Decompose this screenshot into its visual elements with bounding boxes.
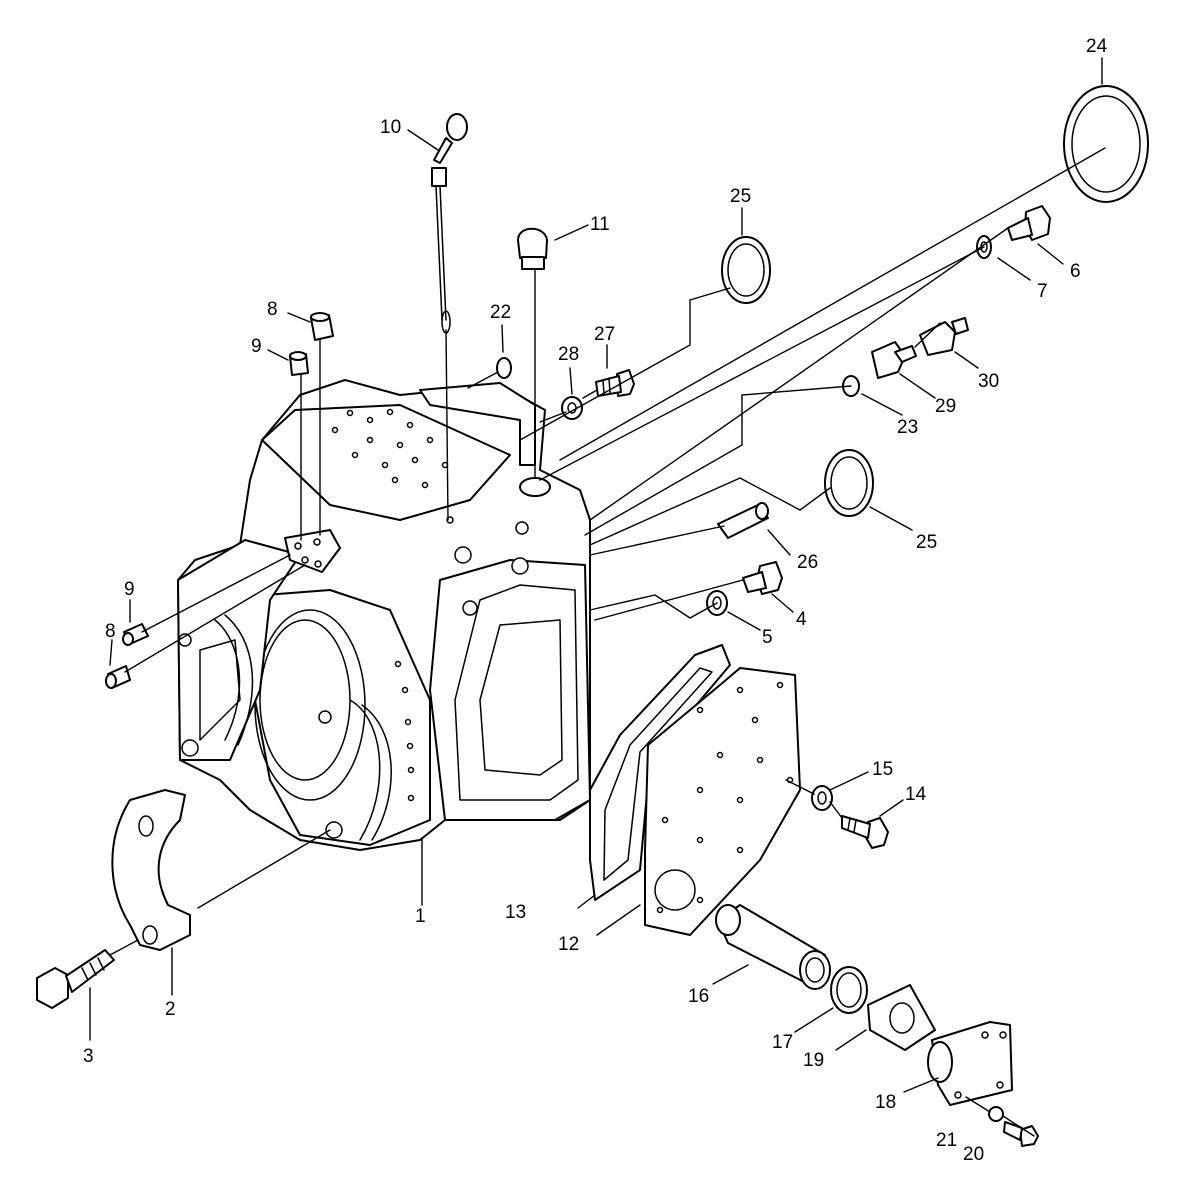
gasket-19 [867,984,936,1051]
plug-9-top [289,351,309,376]
plug-8-top [310,312,334,341]
washer-21 [988,1106,1004,1122]
cover-plate-12 [644,667,801,936]
assembly-lines [109,147,1106,1137]
dowel-pin-26 [717,502,769,539]
callout-30: 30 [978,371,999,392]
callout-29: 29 [935,396,956,417]
callout-20: 20 [963,1144,984,1165]
bolt-4 [742,561,783,595]
bolt-27 [595,369,635,397]
callout-25-lower: 25 [916,532,937,553]
sensor-30 [919,317,969,356]
callout-26: 26 [797,552,818,573]
bolt-14 [841,815,889,849]
bolt-20 [1003,1121,1039,1147]
plug-8-left [105,665,131,689]
callout-11: 11 [590,214,610,235]
callout-15: 15 [872,759,893,780]
end-cap-18 [927,1021,1013,1106]
callout-3: 3 [83,1046,94,1067]
washer-28 [561,396,583,420]
callout-25-upper: 25 [730,186,751,207]
callout-17: 17 [772,1032,793,1053]
callout-10: 10 [380,117,401,138]
o-ring-25-lower [824,449,874,517]
callout-28: 28 [558,344,579,365]
sleeve-16 [715,904,831,990]
callout-12: 12 [558,934,579,955]
callout-22: 22 [490,302,511,323]
callout-19: 19 [803,1050,824,1071]
callout-9-left: 9 [124,579,135,600]
callout-7: 7 [1037,281,1048,302]
o-ring-24 [1063,85,1149,203]
callout-18: 18 [875,1092,896,1113]
callout-14: 14 [905,784,927,805]
callout-1: 1 [415,906,426,927]
switch-29 [871,341,917,379]
callout-4: 4 [796,609,807,630]
callout-numbers: 1 2 3 4 5 6 7 8 9 9 8 10 11 12 13 14 15 … [83,36,1108,1165]
callout-9-top: 9 [251,336,262,357]
leader-lines [89,57,1103,1093]
callout-6: 6 [1070,261,1081,282]
callout-8-left: 8 [105,621,116,642]
callout-13: 13 [505,902,526,923]
callout-16: 16 [688,986,709,1007]
callout-27: 27 [594,324,615,345]
callout-2: 2 [165,999,176,1020]
callout-8-top: 8 [267,299,278,320]
hex-bolt-3 [36,949,115,1009]
o-ring-25-upper [721,236,771,304]
flange-holes [394,660,415,802]
dipstick [431,113,468,334]
transmission-housing [177,379,591,851]
o-ring-22 [496,357,512,379]
breather-plug [517,227,548,270]
callout-24: 24 [1086,36,1108,57]
bolt-6 [1007,205,1051,241]
cover-holes [656,681,794,914]
washer-15 [811,785,833,811]
callout-23: 23 [897,417,918,438]
plug-9-left [122,623,149,646]
top-plate-holes [331,408,454,524]
callout-5: 5 [762,627,773,648]
callout-21: 21 [936,1130,957,1151]
bearing-cap [111,789,191,951]
